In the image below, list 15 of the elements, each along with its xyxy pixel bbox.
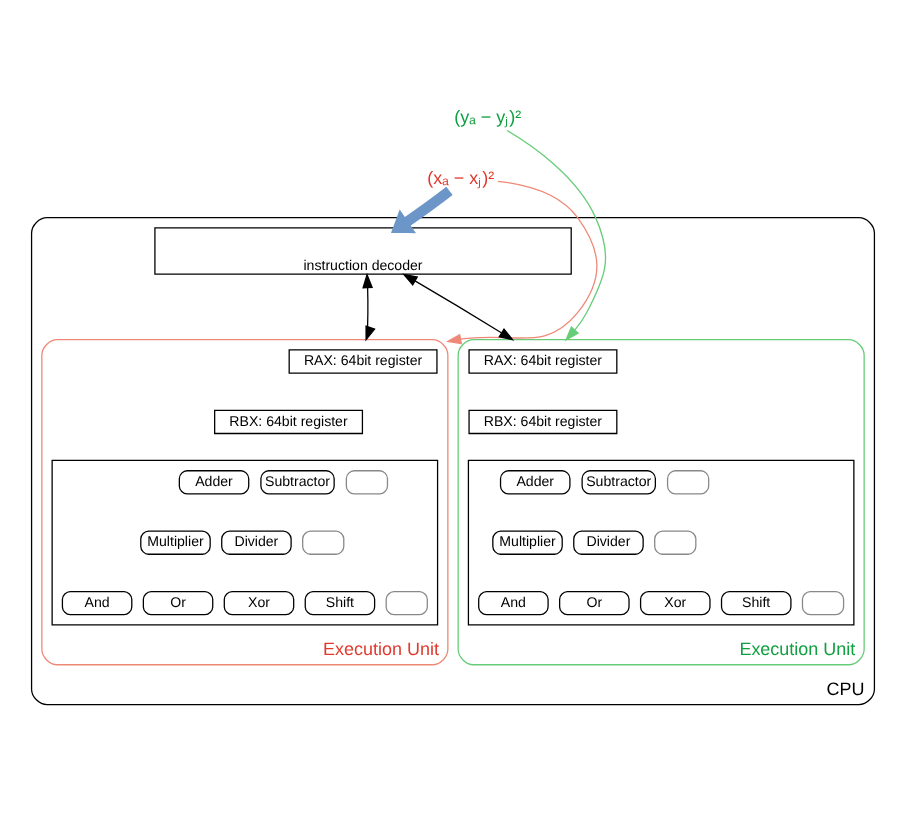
node-box — [654, 530, 697, 555]
cluster — [467, 459, 855, 626]
node-box — [385, 590, 428, 616]
node-box — [345, 470, 389, 495]
node-box — [801, 590, 845, 616]
arrow — [402, 273, 515, 341]
arrow — [362, 272, 376, 342]
arrow — [445, 180, 598, 345]
node-box — [302, 530, 345, 555]
cluster — [51, 459, 439, 626]
arrow — [506, 129, 607, 342]
arrow — [390, 186, 453, 234]
node-text: (xₐ − xⱼ)² — [427, 167, 495, 188]
node-box — [666, 470, 710, 495]
node-text: (yₐ − yⱼ)² — [454, 107, 522, 128]
